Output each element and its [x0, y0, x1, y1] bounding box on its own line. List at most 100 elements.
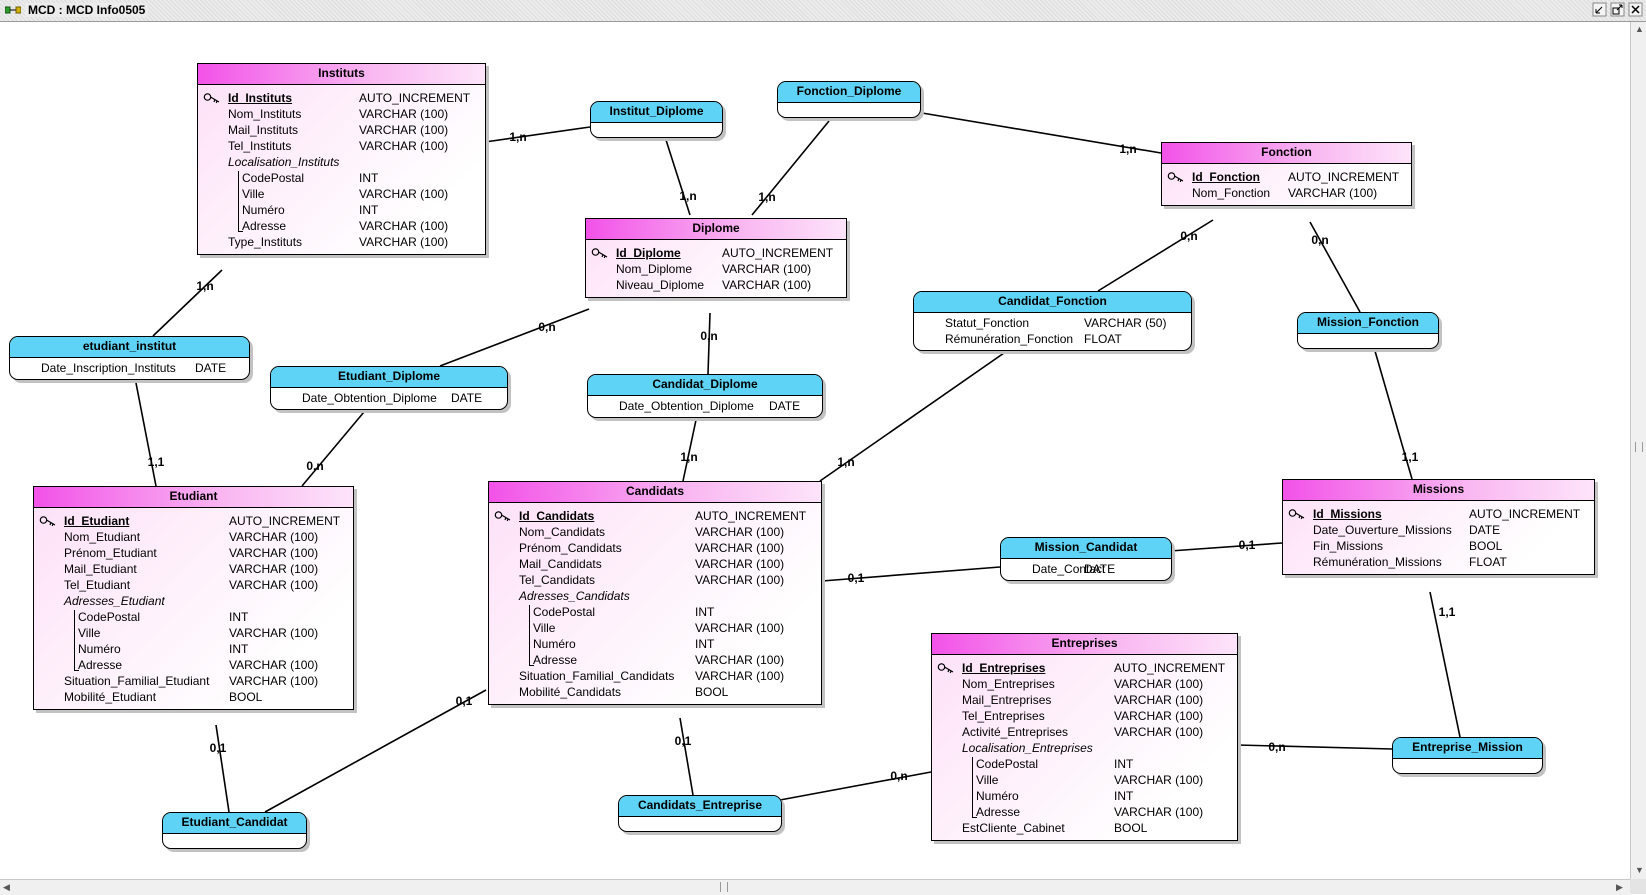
- primary-key-icon: [39, 516, 56, 527]
- attribute-name: Numéro: [78, 642, 121, 656]
- attribute-name: Numéro: [976, 789, 1019, 803]
- horizontal-scroll-thumb[interactable]: [720, 882, 728, 892]
- vertical-scrollbar[interactable]: ▲ ▼: [1630, 22, 1646, 879]
- minimize-icon[interactable]: [1592, 2, 1607, 17]
- cardinality-label: 1,n: [680, 450, 697, 464]
- attribute-name: Tel_Etudiant: [64, 578, 131, 592]
- attribute-type: DATE: [769, 399, 801, 413]
- entity-title: Diplome: [586, 219, 846, 240]
- attribute-name: Date_Inscription_Instituts: [41, 361, 176, 375]
- scroll-right-icon[interactable]: ▶: [1616, 882, 1623, 892]
- attribute-type: INT: [229, 642, 249, 656]
- link-instituts-etudiant_institut[interactable]: [152, 269, 223, 337]
- link-fonction-mission_fonction[interactable]: [1309, 221, 1361, 313]
- link-mission_fonction-missions[interactable]: [1374, 350, 1413, 480]
- association-title: Mission_Fonction: [1298, 313, 1438, 334]
- cardinality-label: 0,1: [210, 741, 227, 755]
- link-candidat_fonction-candidats[interactable]: [819, 352, 1005, 482]
- attribute-type: VARCHAR (100): [229, 546, 319, 560]
- attribute-name: Tel_Entreprises: [962, 709, 1045, 723]
- attribute-type: VARCHAR (100): [229, 562, 319, 576]
- association-etudiant_candidat[interactable]: Etudiant_Candidat: [162, 812, 307, 849]
- link-etudiant_diplome-etudiant[interactable]: [301, 411, 365, 487]
- entity-title: Instituts: [198, 64, 485, 85]
- attribute-name: Type_Instituts: [228, 235, 303, 249]
- attribute-name: Prénom_Candidats: [519, 541, 622, 555]
- link-etudiant_institut-etudiant[interactable]: [135, 382, 157, 487]
- vertical-scroll-thumb[interactable]: [1635, 442, 1643, 452]
- link-entreprise_mission-entreprises[interactable]: [1236, 744, 1393, 750]
- link-fonction_diplome-fonction[interactable]: [921, 112, 1162, 154]
- association-entreprise_mission[interactable]: Entreprise_Mission: [1392, 737, 1543, 774]
- link-candidats_entreprise-entreprises[interactable]: [779, 771, 932, 801]
- attribute-type: AUTO_INCREMENT: [1469, 507, 1581, 521]
- attribute-type: VARCHAR (100): [229, 658, 319, 672]
- association-mission_fonction[interactable]: Mission_Fonction: [1297, 312, 1439, 349]
- attribute-type: VARCHAR (100): [229, 626, 319, 640]
- scroll-up-icon[interactable]: ▲: [1635, 24, 1644, 34]
- cardinality-label: 1,1: [148, 455, 165, 469]
- link-candidats-mission_candidat[interactable]: [821, 566, 1001, 582]
- attribute-type: FLOAT: [1469, 555, 1507, 569]
- cardinality-label: 1,1: [1439, 605, 1456, 619]
- attribute-name: Situation_Familial_Etudiant: [64, 674, 210, 688]
- close-icon[interactable]: [1628, 2, 1643, 17]
- attribute-type: AUTO_INCREMENT: [722, 246, 834, 260]
- horizontal-scrollbar[interactable]: ◀ ▶: [0, 879, 1630, 895]
- attribute-name: Adresse: [78, 658, 123, 672]
- association-institut_diplome[interactable]: Institut_Diplome: [590, 101, 723, 138]
- cardinality-label: 0,1: [848, 571, 865, 585]
- association-title: Etudiant_Diplome: [271, 367, 507, 388]
- scroll-left-icon[interactable]: ◀: [3, 882, 10, 892]
- link-diplome-candidat_diplome[interactable]: [707, 312, 711, 375]
- maximize-icon[interactable]: [1610, 2, 1625, 17]
- attribute-type: VARCHAR (100): [1114, 677, 1204, 691]
- attribute-type: VARCHAR (100): [1114, 805, 1204, 819]
- link-candidat_diplome-candidats[interactable]: [682, 419, 697, 482]
- attribute-type: VARCHAR (100): [695, 573, 785, 587]
- association-title: Etudiant_Candidat: [163, 813, 306, 834]
- scroll-down-icon[interactable]: ▼: [1635, 865, 1644, 875]
- link-etudiant-etudiant_candidat[interactable]: [215, 724, 230, 813]
- association-candidats_entreprise[interactable]: Candidats_Entreprise: [618, 795, 782, 832]
- cardinality-label: 0,1: [1239, 538, 1256, 552]
- attribute-name: Date_Contact: [1032, 562, 1106, 576]
- link-institut_diplome-diplome[interactable]: [665, 139, 691, 216]
- link-etudiant_candidat-candidats[interactable]: [264, 689, 487, 813]
- link-diplome-etudiant_diplome[interactable]: [439, 308, 590, 367]
- link-missions-entreprise_mission[interactable]: [1429, 591, 1461, 738]
- link-fonction-candidat_fonction[interactable]: [1097, 219, 1214, 292]
- attribute-name: Id_Etudiant: [64, 514, 130, 528]
- attribute-row: Numéro INT: [34, 641, 353, 657]
- link-fonction_diplome-diplome[interactable]: [751, 120, 830, 216]
- association-title: Fonction_Diplome: [778, 82, 920, 103]
- attribute-name: Activité_Entreprises: [962, 725, 1069, 739]
- primary-key-icon: [494, 511, 511, 522]
- association-fonction_diplome[interactable]: Fonction_Diplome: [777, 81, 921, 118]
- link-instituts-institut_diplome[interactable]: [484, 126, 591, 143]
- attribute-name: Numéro: [533, 637, 576, 651]
- link-mission_candidat-missions[interactable]: [1169, 542, 1283, 552]
- link-candidats-candidats_entreprise[interactable]: [679, 717, 694, 796]
